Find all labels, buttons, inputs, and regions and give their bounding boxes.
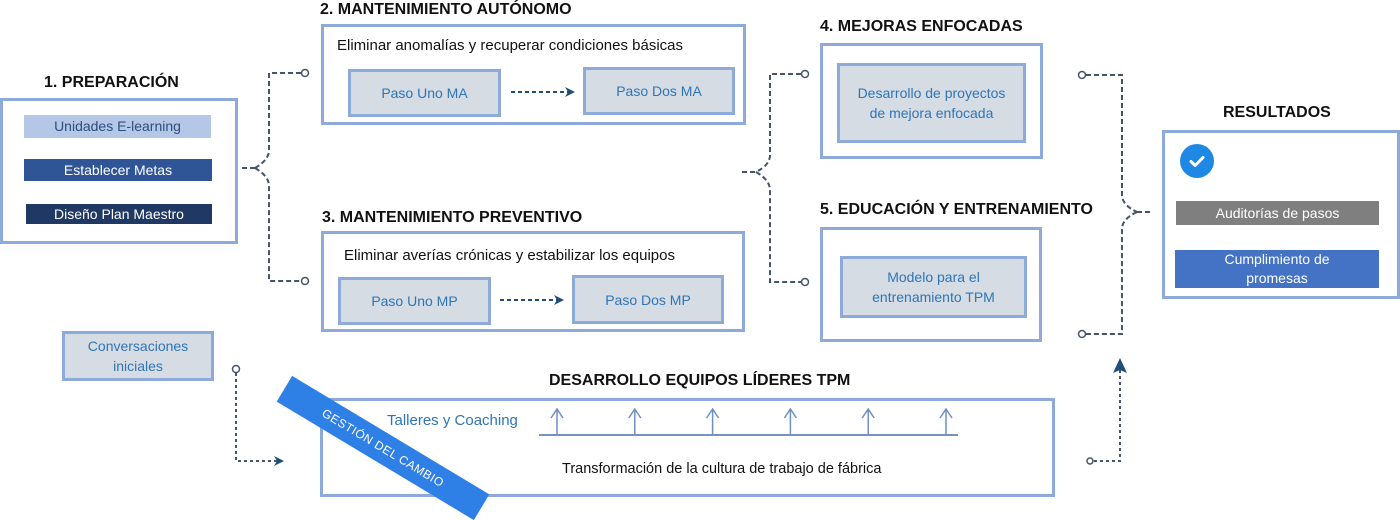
educacion-item[interactable]: Modelo para el entrenamiento TPM xyxy=(840,256,1027,318)
resultados-item-cumplimiento[interactable]: Cumplimiento de promesas xyxy=(1175,250,1379,288)
bracket-preparacion xyxy=(242,72,301,282)
mantenimiento-autonomo-description: Eliminar anomalías y recuperar condicion… xyxy=(337,37,683,54)
check-circle-icon xyxy=(1180,144,1214,178)
bracket-mantenimiento xyxy=(742,73,801,283)
mantenimiento-autonomo-title: 2. MANTENIMIENTO AUTÓNOMO xyxy=(320,1,572,18)
mejoras-enfocadas-title: 4. MEJORAS ENFOCADAS xyxy=(820,18,1023,35)
connector-node xyxy=(300,276,310,286)
connector-node xyxy=(1077,70,1087,80)
preparacion-title: 1. PREPARACIÓN xyxy=(44,74,179,91)
arrow-conversaciones xyxy=(231,364,284,466)
bracket-resultados xyxy=(1086,74,1152,335)
mantenimiento-preventivo-description: Eliminar averías crónicas y estabilizar … xyxy=(344,247,675,264)
transformacion-label: Transformación de la cultura de trabajo … xyxy=(562,461,882,477)
educacion-title: 5. EDUCACIÓN Y ENTRENAMIENTO xyxy=(820,201,1093,218)
conversaciones-iniciales[interactable]: Conversaciones iniciales xyxy=(62,331,214,381)
preparacion-item-elearning[interactable]: Unidades E-learning xyxy=(24,115,211,138)
paso-uno-mp[interactable]: Paso Uno MP xyxy=(338,277,491,325)
connector-node xyxy=(1077,329,1087,339)
paso-dos-mp[interactable]: Paso Dos MP xyxy=(572,275,724,324)
lideres-title: DESARROLLO EQUIPOS LÍDERES TPM xyxy=(549,372,851,389)
mejoras-enfocadas-item[interactable]: Desarrollo de proyectos de mejora enfoca… xyxy=(837,63,1026,143)
paso-dos-ma[interactable]: Paso Dos MA xyxy=(583,67,735,115)
arrow-lideres-resultados xyxy=(1086,358,1127,465)
preparacion-item-metas[interactable]: Establecer Metas xyxy=(24,159,212,181)
preparacion-item-plan-maestro[interactable]: Diseño Plan Maestro xyxy=(26,204,212,224)
connector-node xyxy=(800,277,810,287)
paso-uno-ma[interactable]: Paso Uno MA xyxy=(348,69,501,117)
connector-node xyxy=(800,69,810,79)
mantenimiento-preventivo-title: 3. MANTENIMIENTO PREVENTIVO xyxy=(322,209,583,226)
resultados-item-auditorias[interactable]: Auditorías de pasos xyxy=(1176,201,1379,225)
talleres-coaching-label: Talleres y Coaching xyxy=(387,412,518,429)
connector-node xyxy=(300,68,310,78)
resultados-title: RESULTADOS xyxy=(1223,104,1331,121)
